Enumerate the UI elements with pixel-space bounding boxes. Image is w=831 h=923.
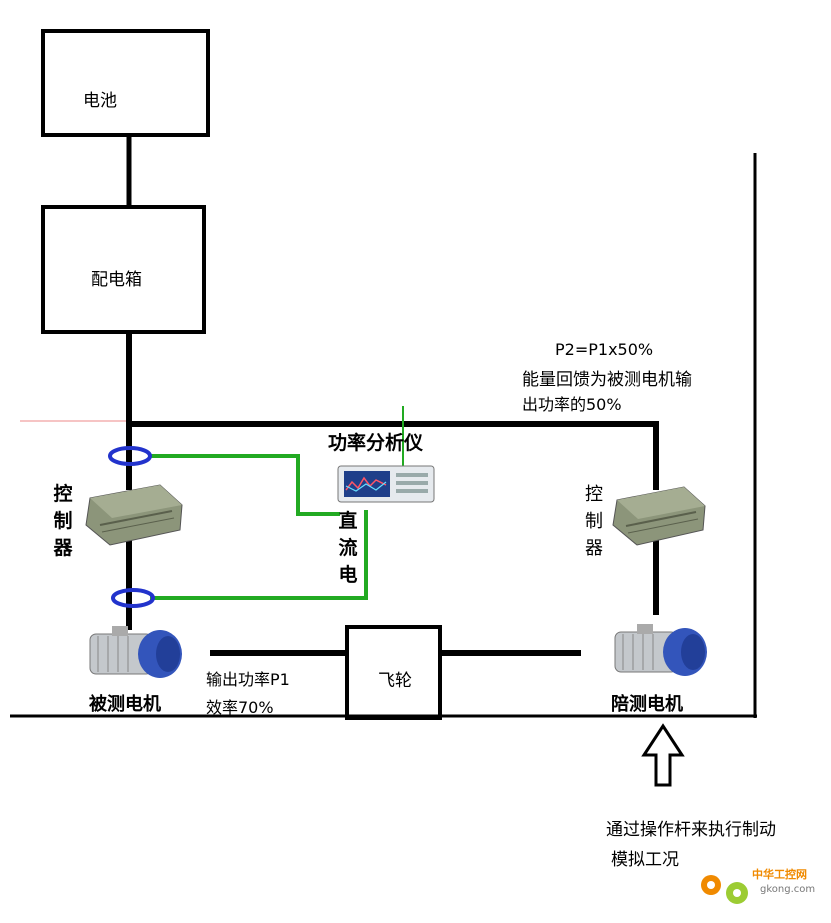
current-sensor-top — [108, 446, 152, 466]
output-p1-label: 输出功率P1 — [206, 670, 290, 689]
right-controller-image — [612, 486, 706, 546]
efficiency-label: 效率70% — [206, 698, 274, 717]
lever-line2-label: 模拟工况 — [611, 850, 679, 870]
feedback-line1-label: 能量回馈为被测电机输 — [522, 370, 692, 390]
current-sensor-bottom — [111, 588, 155, 608]
flywheel-label: 飞轮 — [378, 671, 412, 691]
dc-label: 直流电 — [338, 510, 358, 586]
battery-label: 电池 — [83, 91, 117, 111]
power-analyzer-image — [337, 465, 435, 503]
flywheel-box — [345, 625, 442, 720]
distribution-box — [41, 205, 206, 334]
power-analyzer-label: 功率分析仪 — [328, 432, 424, 454]
left-controller-image — [85, 484, 183, 546]
watermark-cn: 中华工控网 — [752, 868, 807, 881]
lever-arrow-icon — [641, 723, 685, 787]
lever-line1-label: 通过操作杆来执行制动 — [606, 820, 776, 840]
signal-wire-bottom — [150, 510, 368, 600]
left-motor-image — [89, 626, 182, 678]
watermark-url: gkong.com — [760, 884, 816, 895]
watermark-gear-icon — [701, 875, 748, 904]
companion-motor-label: 陪测电机 — [611, 694, 683, 715]
left-controller-label: 控制器 — [53, 483, 73, 559]
right-controller-label: 控制器 — [585, 484, 603, 559]
signal-wire-top — [150, 454, 340, 516]
distribution-box-label: 配电箱 — [91, 270, 142, 290]
motor-under-test-label: 被测电机 — [89, 694, 161, 715]
battery-box — [41, 29, 210, 137]
feedback-line2-label: 出功率的50% — [522, 395, 622, 414]
p2-formula-label: P2=P1x50% — [555, 340, 654, 359]
right-motor-image — [614, 624, 707, 676]
